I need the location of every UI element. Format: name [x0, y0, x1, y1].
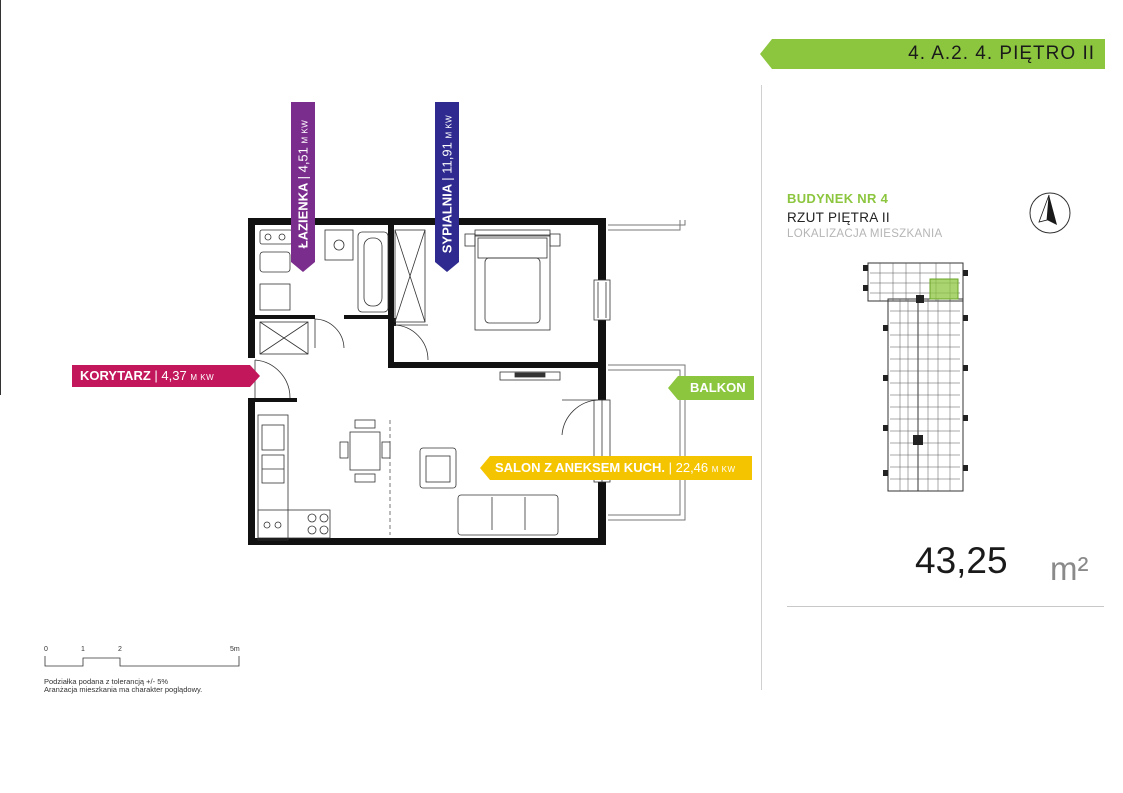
bedroom-label-shape — [435, 102, 459, 272]
bathroom-name: ŁAZIENKA — [295, 183, 311, 249]
location-label: LOKALIZACJA MIESZKANIA — [787, 228, 943, 240]
interior-walls — [255, 218, 606, 402]
doors — [254, 318, 599, 436]
bed — [464, 229, 561, 331]
bedroom-unit: M KW — [444, 114, 454, 139]
bedroom-name: SYPIALNIA — [439, 184, 455, 254]
bathroom-area: 4,51 — [295, 147, 311, 173]
corridor-label: KORYTARZ | 4,37 M KW — [80, 368, 215, 383]
bedroom-area: 11,91 — [439, 142, 455, 174]
corridor-cabinet — [259, 321, 309, 355]
apartment-location-highlight — [929, 278, 959, 300]
corridor-name: KORYTARZ — [80, 368, 151, 383]
area-underline — [787, 606, 1104, 607]
dining-table — [339, 419, 391, 483]
building-key-plan — [863, 262, 968, 492]
floor-plan-title: RZUT PIĘTRA II — [787, 210, 890, 225]
living-room-label-shape — [480, 456, 752, 480]
balcony-label: BALKON — [690, 380, 746, 395]
corridor-label-shape — [72, 365, 260, 387]
apartment-code-banner: 4. A.2. 4. PIĘTRO II — [760, 39, 1105, 69]
corridor-unit: M KW — [190, 373, 215, 382]
scale-tick-2: 2 — [118, 646, 122, 653]
apartment-code: 4. A.2. 4. PIĘTRO II — [908, 43, 1095, 64]
north-arrow-icon — [1029, 192, 1071, 234]
living-room-name: SALON Z ANEKSEM KUCH. — [495, 460, 665, 475]
building-title: BUDYNEK NR 4 — [787, 191, 889, 206]
exterior-walls — [248, 218, 606, 545]
bathroom-fixtures — [259, 229, 389, 313]
arrangement-note: Aranżacja mieszkania ma charakter pogląd… — [44, 685, 203, 694]
apartment-area-value: 43,25 — [915, 540, 1008, 581]
bathroom-label: ŁAZIENKA | 4,51 M KW — [295, 119, 311, 249]
scale-tick-5m: 5m — [230, 646, 240, 653]
living-room-unit: M KW — [711, 465, 736, 474]
scale-tick-0: 0 — [44, 646, 48, 653]
living-room-area: 22,46 — [675, 460, 709, 475]
scale-note: Podziałka podana z tolerancją +/- 5% — [44, 677, 169, 686]
banner-arrow-shape — [760, 39, 1105, 69]
tv-unit — [499, 371, 561, 381]
scale-tick-1: 1 — [81, 646, 85, 653]
scale-bar — [44, 656, 240, 667]
bathroom-unit: M KW — [300, 119, 310, 144]
bedroom-label: SYPIALNIA | 11,91 M KW — [439, 114, 455, 254]
corridor-area: 4,37 — [161, 368, 187, 383]
page-edge-line — [0, 0, 1, 395]
kitchen-counter — [257, 414, 331, 541]
balcony-outline — [608, 220, 686, 521]
apartment-area-unit: m² — [1050, 550, 1089, 587]
sidebar-divider — [761, 85, 762, 690]
balcony-label-shape — [668, 376, 754, 400]
bathroom-label-shape — [291, 102, 315, 272]
living-room-label: SALON Z ANEKSEM KUCH. | 22,46 M KW — [495, 460, 736, 475]
sofa-set — [419, 447, 559, 536]
shower-unit — [394, 229, 426, 323]
